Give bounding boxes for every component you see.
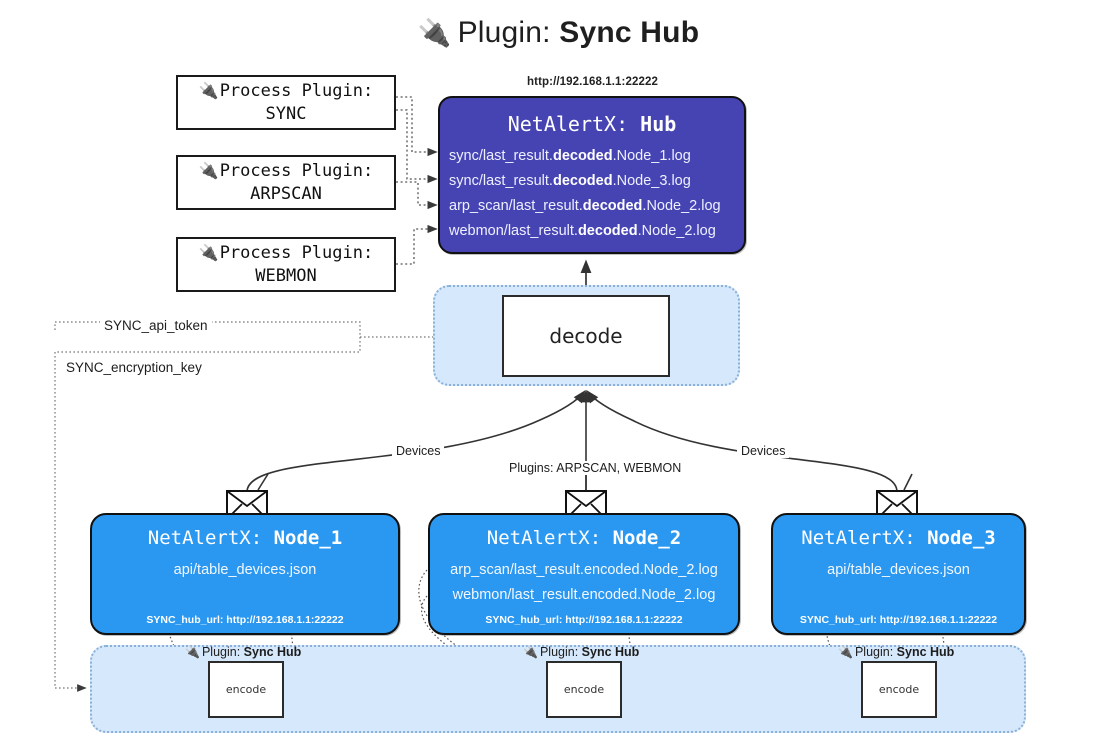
process-plugin-line2: SYNC <box>265 103 307 124</box>
edge-node1-to-decode <box>246 390 586 493</box>
plug-icon: 🔌 <box>417 18 452 48</box>
encode-box-2[interactable]: encode <box>546 661 622 718</box>
encode-box-3[interactable]: encode <box>861 661 937 718</box>
hub-log-row: arp_scan/last_result.decoded.Node_2.log <box>449 198 721 215</box>
plug-icon: 🔌 <box>198 160 219 180</box>
encode-caption-2: 🔌Plugin: Sync Hub <box>523 645 640 659</box>
encode-caption-3: 🔌Plugin: Sync Hub <box>838 645 955 659</box>
plug-icon: 🔌 <box>185 645 200 659</box>
node-title: NetAlertX: Node_2 <box>486 527 682 549</box>
node-title: NetAlertX: Node_3 <box>801 527 996 549</box>
plug-icon: 🔌 <box>198 80 219 100</box>
node-title: NetAlertX: Node_1 <box>147 527 343 549</box>
page-title-prefix: Plugin: <box>457 16 551 49</box>
edge-label-devices-left: Devices <box>392 444 445 458</box>
edge-node3-to-decode <box>586 390 898 493</box>
node-line: api/table_devices.json <box>827 562 970 578</box>
hub-log-row: webmon/last_result.decoded.Node_2.log <box>449 223 716 240</box>
node-lines: api/table_devices.json <box>773 558 1024 583</box>
process-plugin-line1: 🔌Process Plugin: <box>198 80 374 101</box>
edge-label-devices-right: Devices <box>737 444 790 458</box>
hub-box[interactable]: NetAlertX: Hub sync/last_result.decoded.… <box>438 96 746 254</box>
edge-token-to-encode-band <box>54 352 87 692</box>
plug-icon: 🔌 <box>838 645 853 659</box>
process-plugin-line1: 🔌Process Plugin: <box>198 242 374 263</box>
page-title: 🔌Plugin: Sync Hub <box>0 16 1117 50</box>
node-hub-url-footer: SYNC_hub_url: http://192.168.1.1:22222 <box>485 614 683 626</box>
node-box-node-3[interactable]: NetAlertX: Node_3 api/table_devices.json… <box>771 513 1026 635</box>
hub-url-label: http://192.168.1.1:22222 <box>527 76 658 88</box>
decode-box[interactable]: decode <box>502 295 670 377</box>
edge-sync-to-hub-row1 <box>396 96 438 157</box>
process-plugin-line2: ARPSCAN <box>250 183 322 204</box>
encode-caption-1: 🔌Plugin: Sync Hub <box>185 645 302 659</box>
process-plugin-line2: WEBMON <box>255 265 317 286</box>
node-hub-url-footer: SYNC_hub_url: http://192.168.1.1:22222 <box>799 614 998 626</box>
plug-icon: 🔌 <box>523 645 538 659</box>
encode-box-1[interactable]: encode <box>208 661 284 718</box>
node-hub-url-footer: SYNC_hub_url: http://192.168.1.1:22222 <box>146 614 344 626</box>
process-plugin-webmon-box[interactable]: 🔌Process Plugin: WEBMON <box>176 237 396 292</box>
node-line: webmon/last_result.encoded.Node_2.log <box>452 586 716 603</box>
edge-envelope-stem-3 <box>903 473 913 491</box>
plug-icon: 🔌 <box>198 242 219 262</box>
edge-arpscan-to-hub <box>396 181 438 210</box>
process-plugin-arpscan-box[interactable]: 🔌Process Plugin: ARPSCAN <box>176 155 396 210</box>
hub-log-row: sync/last_result.decoded.Node_1.log <box>449 148 691 164</box>
node-lines: api/table_devices.json <box>92 558 398 583</box>
process-plugin-line1: 🔌Process Plugin: <box>198 160 374 181</box>
node-lines: arp_scan/last_result.encoded.Node_2.log … <box>430 558 738 608</box>
hub-log-row: sync/last_result.decoded.Node_3.log <box>449 173 691 190</box>
hub-title: NetAlertX: Hub <box>507 112 677 136</box>
edge-label-plugins: Plugins: ARPSCAN, WEBMON <box>505 461 686 475</box>
edge-sync-to-hub-row2 <box>396 109 438 184</box>
node-box-node-1[interactable]: NetAlertX: Node_1 api/table_devices.json… <box>90 513 400 635</box>
sync-encryption-key-label: SYNC_encryption_key <box>62 360 206 375</box>
node-line: arp_scan/last_result.encoded.Node_2.log <box>450 562 718 578</box>
node-box-node-2[interactable]: NetAlertX: Node_2 arp_scan/last_result.e… <box>428 513 740 635</box>
process-plugin-sync-box[interactable]: 🔌Process Plugin: SYNC <box>176 75 396 130</box>
hub-log-rows: sync/last_result.decoded.Node_1.log sync… <box>440 144 744 244</box>
node-line: api/table_devices.json <box>173 562 317 578</box>
page-title-name: Sync Hub <box>559 16 700 49</box>
edge-envelope-stem-1 <box>257 473 269 491</box>
edge-webmon-to-hub <box>396 224 438 265</box>
sync-api-token-label: SYNC_api_token <box>100 318 212 333</box>
